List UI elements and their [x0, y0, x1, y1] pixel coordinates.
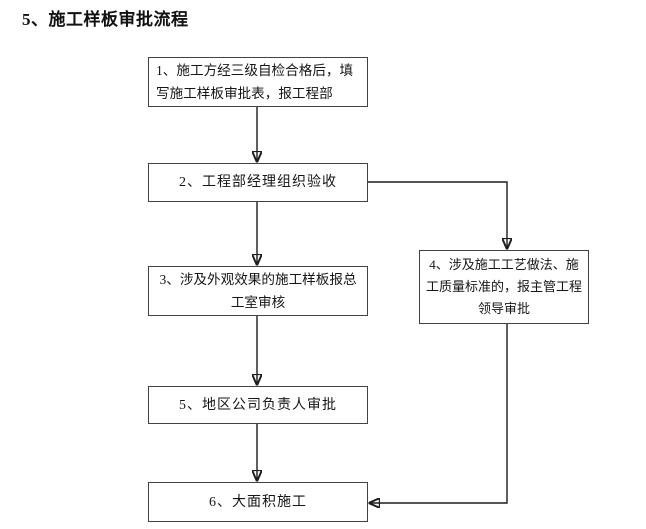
flow-node-5-label: 5、地区公司负责人审批 [179, 397, 337, 413]
flow-node-2-label: 2、工程部经理组织验收 [179, 175, 337, 190]
flow-node-4: 4、涉及施工工艺做法、施工质量标准的，报主管工程领导审批 [419, 250, 589, 324]
flow-node-1: 1、施工方经三级自检合格后，填写施工样板审批表，报工程部 [148, 57, 368, 107]
flow-node-5: 5、地区公司负责人审批 [148, 386, 368, 424]
section-title: 5、施工样板审批流程 [22, 10, 189, 29]
connector-4-6 [370, 324, 508, 503]
flow-node-1-label: 1、施工方经三级自检合格后，填写施工样板审批表，报工程部 [156, 63, 354, 101]
connector-2-4 [368, 181, 507, 248]
flow-node-6-label: 6、大面积施工 [209, 494, 307, 510]
flow-node-6: 6、大面积施工 [148, 482, 368, 522]
flow-node-2: 2、工程部经理组织验收 [148, 163, 368, 202]
flow-node-3-label: 3、涉及外观效果的施工样板报总工室审核 [159, 272, 357, 310]
flow-node-3: 3、涉及外观效果的施工样板报总工室审核 [148, 266, 368, 316]
flow-node-4-label: 4、涉及施工工艺做法、施工质量标准的，报主管工程领导审批 [425, 257, 582, 316]
